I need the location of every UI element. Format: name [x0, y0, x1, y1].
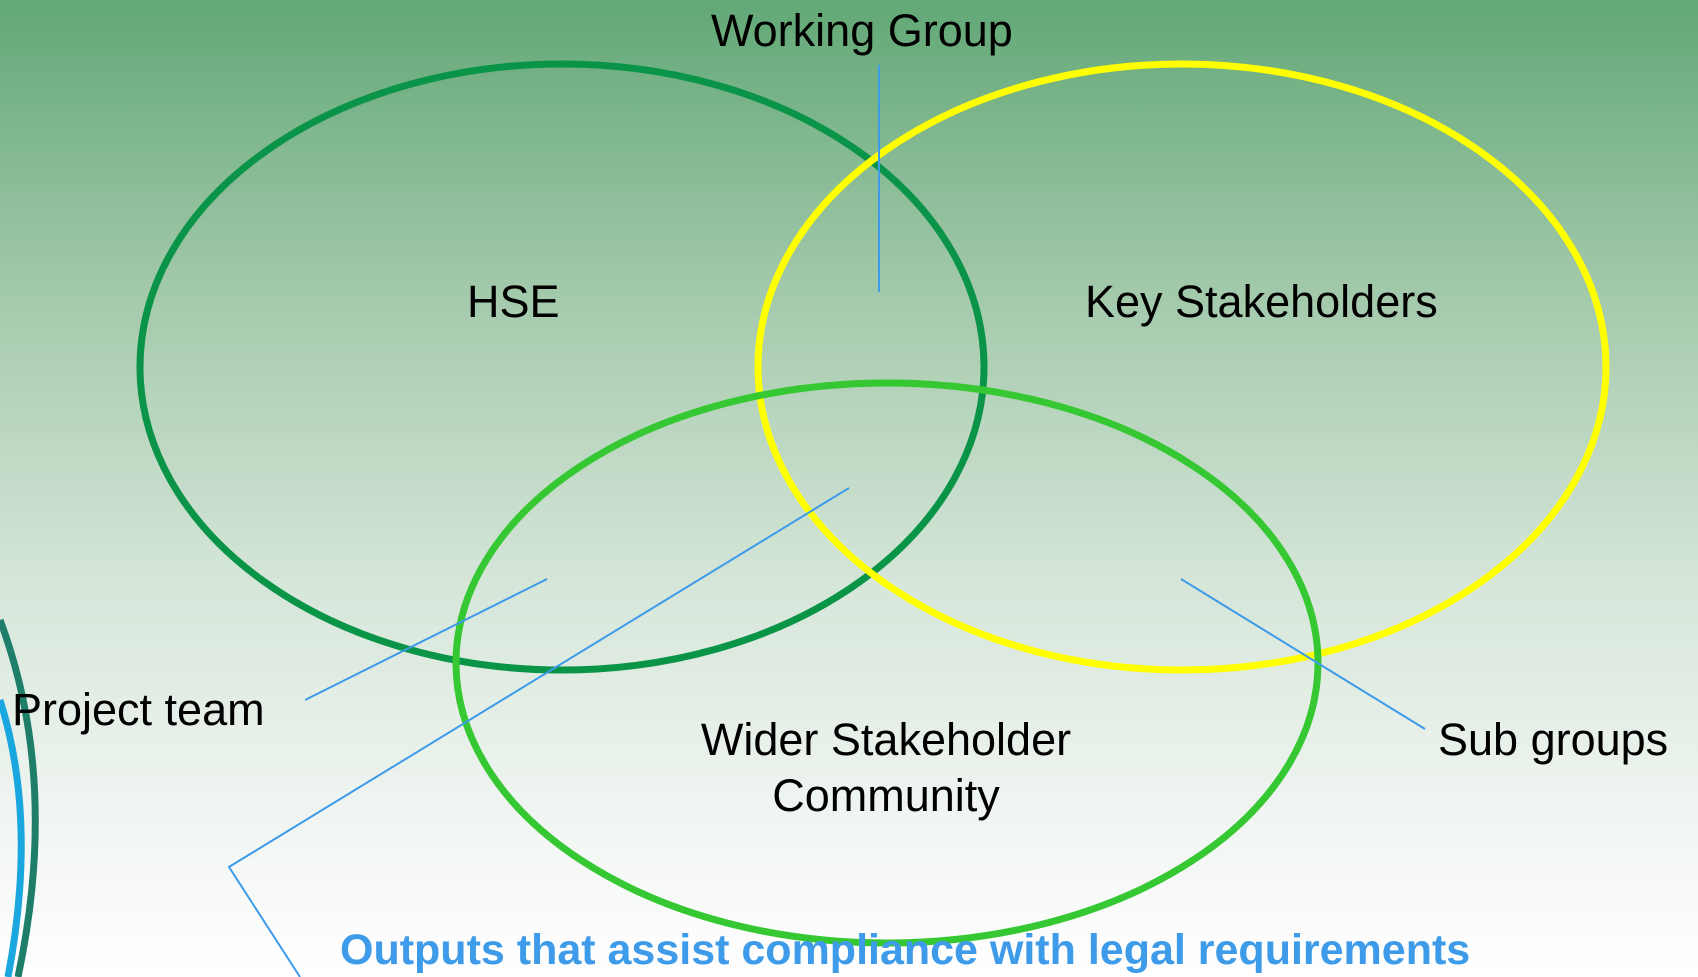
wider-community-line1: Wider Stakeholder: [700, 714, 1072, 765]
hse-label: HSE: [467, 276, 560, 327]
wider-community-circle: [452, 379, 1322, 947]
sub-groups-label: Sub groups: [1438, 714, 1669, 765]
project-team-label: Project team: [12, 684, 265, 735]
decor-arc-teal: [0, 618, 39, 977]
working-group-label: Working Group: [711, 5, 1013, 56]
outputs-note: Outputs that assist compliance with lega…: [340, 926, 1471, 974]
decor-arc-blue: [0, 698, 25, 977]
hse-circle: [136, 60, 988, 674]
wider-community-label: Wider Stakeholder Community: [686, 712, 1086, 825]
sub-groups-connector: [1180, 578, 1426, 730]
key-stakeholders-circle: [754, 60, 1610, 674]
key-stakeholders-label: Key Stakeholders: [1085, 276, 1438, 327]
outputs-connector: [227, 487, 850, 977]
wider-community-line2: Community: [772, 770, 1000, 822]
project-team-connector: [304, 578, 548, 701]
